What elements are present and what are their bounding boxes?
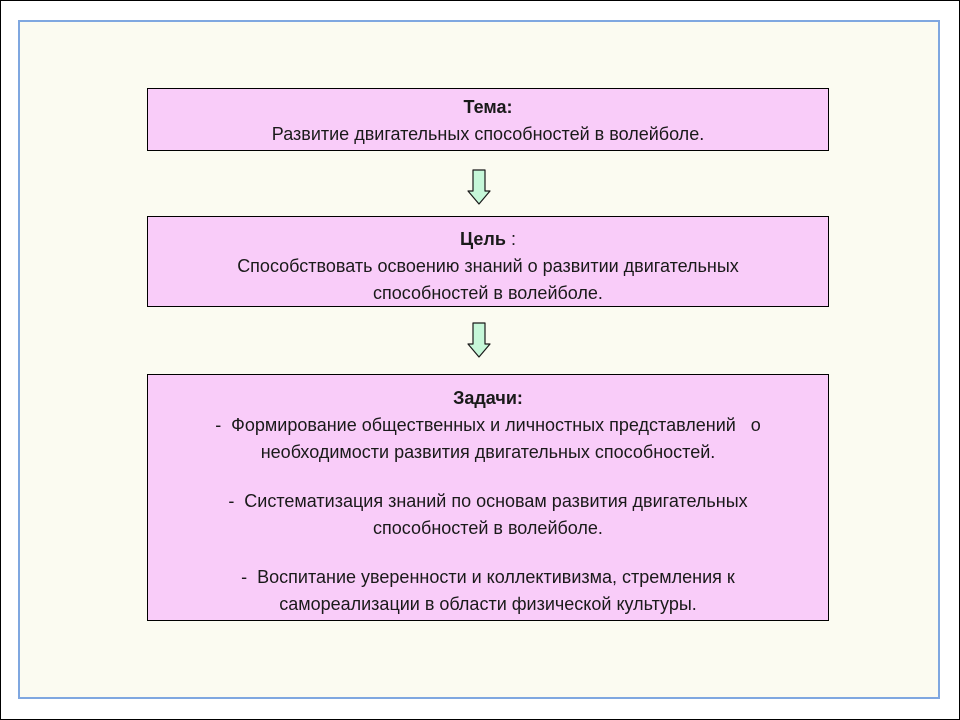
task-item: - Формирование общественных и личностных… xyxy=(148,412,828,466)
task-item-line-2: способностей в волейболе. xyxy=(373,518,603,538)
theme-box: Тема: Развитие двигательных способностей… xyxy=(147,88,829,151)
tasks-heading: Задачи: xyxy=(453,388,523,408)
task-item-line-1: - Формирование общественных и личностных… xyxy=(215,415,761,435)
task-item-line-1: - Воспитание уверенности и коллективизма… xyxy=(241,567,735,587)
goal-heading: Цель xyxy=(460,229,506,249)
task-item-line-2: самореализации в области физической куль… xyxy=(279,594,697,614)
theme-text: Развитие двигательных способностей в вол… xyxy=(271,124,705,144)
goal-text-line-1: Способствовать освоению знаний о развити… xyxy=(237,256,739,276)
goal-heading-line: Цель : xyxy=(148,226,828,253)
task-item: - Воспитание уверенности и коллективизма… xyxy=(148,564,828,618)
task-item: - Систематизация знаний по основам разви… xyxy=(148,488,828,542)
down-arrow-icon xyxy=(467,169,491,205)
goal-text-line-2: способностей в волейболе. xyxy=(373,283,603,303)
task-item-line-2: необходимости развития двигательных спос… xyxy=(260,442,716,462)
tasks-box: Задачи: - Формирование общественных и ли… xyxy=(147,374,829,621)
task-item-line-1: - Систематизация знаний по основам разви… xyxy=(228,491,748,511)
theme-heading: Тема: xyxy=(463,97,513,117)
goal-heading-suffix: : xyxy=(505,229,516,249)
goal-box: Цель : Способствовать освоению знаний о … xyxy=(147,216,829,307)
down-arrow-icon xyxy=(467,322,491,358)
